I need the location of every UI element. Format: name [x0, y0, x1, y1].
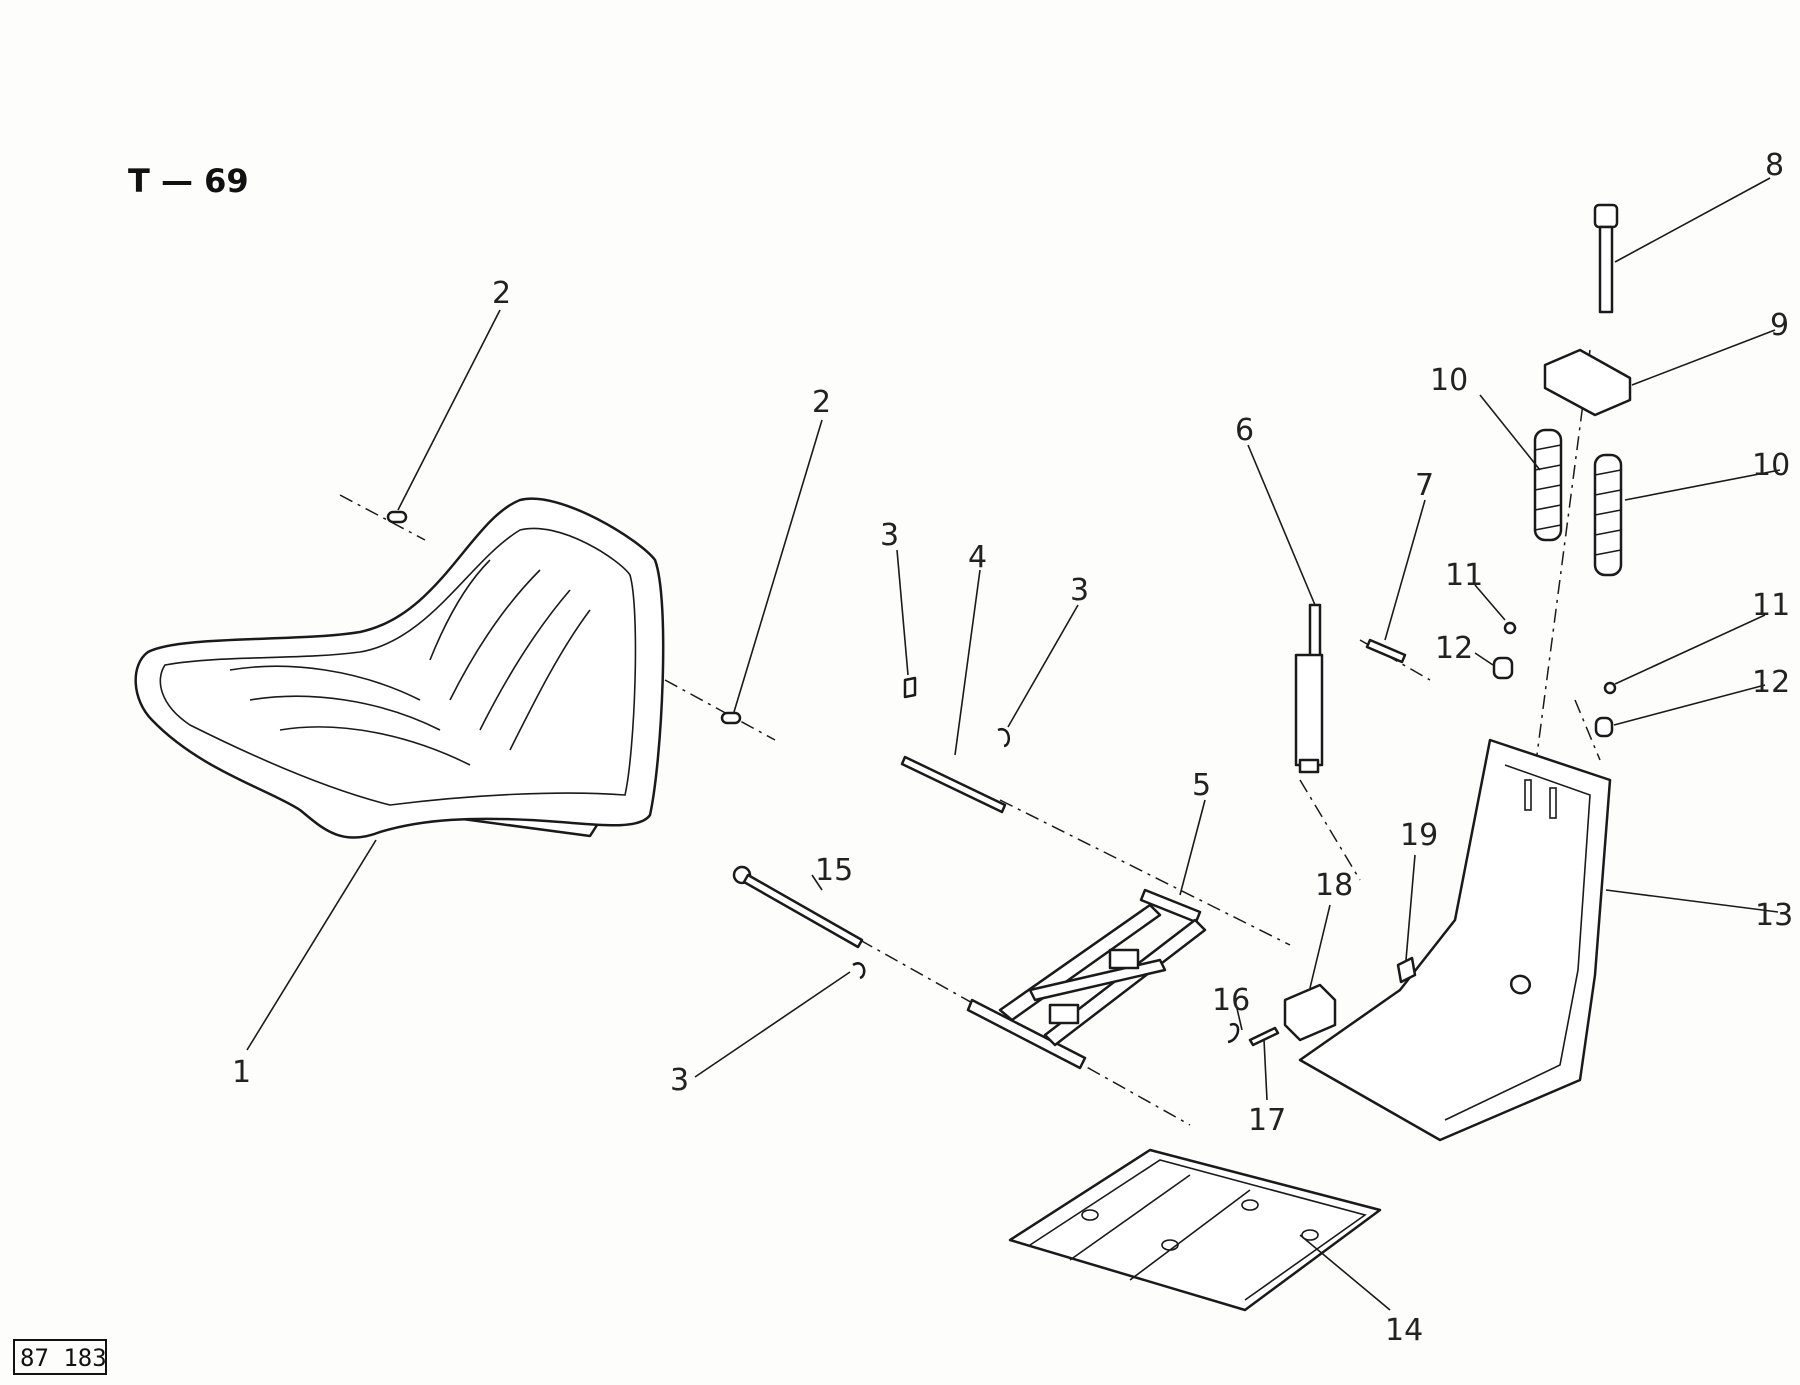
callout-15: 15 — [815, 853, 853, 888]
callout-labels: 1 2 2 3 3 3 4 5 6 7 8 9 10 10 11 11 12 1… — [232, 148, 1793, 1348]
pin-part-7 — [1365, 638, 1407, 664]
bolt-part-15 — [732, 865, 864, 949]
bracket-part-9 — [1543, 348, 1632, 417]
callout-9: 9 — [1770, 308, 1789, 343]
bush-part-12 — [1492, 656, 1614, 738]
drawing-number-stamp: 87 183 — [20, 1344, 107, 1372]
base-plate-part-14 — [1008, 1148, 1382, 1312]
callout-3-upper-left: 3 — [880, 518, 899, 553]
frame-part-5 — [966, 888, 1207, 1070]
shock-absorber-part-6 — [1294, 603, 1324, 774]
assembly-axis-lines — [339, 349, 1601, 1126]
callout-11-left: 11 — [1445, 558, 1483, 593]
spring-part-10 — [1533, 428, 1623, 577]
callout-19: 19 — [1400, 818, 1438, 853]
plug-part-2 — [386, 510, 742, 725]
callout-8: 8 — [1765, 148, 1784, 183]
leader-lines — [246, 177, 1781, 1311]
callout-10-left: 10 — [1430, 363, 1468, 398]
hardware-parts-16-19 — [1227, 956, 1417, 1047]
screw-part-11 — [1503, 621, 1617, 695]
callout-3-upper-right: 3 — [1070, 573, 1089, 608]
callout-13: 13 — [1755, 898, 1793, 933]
callout-2-left: 2 — [492, 276, 511, 311]
callout-7: 7 — [1415, 468, 1434, 503]
callout-17: 17 — [1248, 1103, 1286, 1138]
callout-2-right: 2 — [812, 385, 831, 420]
clip-part-3 — [852, 676, 1011, 980]
callout-4: 4 — [968, 540, 987, 575]
diagram-title: T — 69 — [128, 162, 249, 200]
callout-16: 16 — [1212, 983, 1250, 1018]
callout-1: 1 — [232, 1055, 251, 1090]
callout-10-right: 10 — [1752, 448, 1790, 483]
callout-3-lower: 3 — [670, 1063, 689, 1098]
callout-12-right: 12 — [1752, 665, 1790, 700]
seat-cushion — [134, 497, 665, 839]
callout-18: 18 — [1315, 868, 1353, 903]
callout-6: 6 — [1235, 413, 1254, 448]
callout-14: 14 — [1385, 1313, 1423, 1348]
stamp-box — [13, 1339, 107, 1375]
callout-12-left: 12 — [1435, 631, 1473, 666]
callout-5: 5 — [1192, 768, 1211, 803]
rod-part-4 — [900, 755, 1007, 814]
bolt-part-8 — [1593, 203, 1619, 314]
seat-bracket-part-13 — [1298, 738, 1612, 1142]
callout-11-right: 11 — [1752, 588, 1790, 623]
